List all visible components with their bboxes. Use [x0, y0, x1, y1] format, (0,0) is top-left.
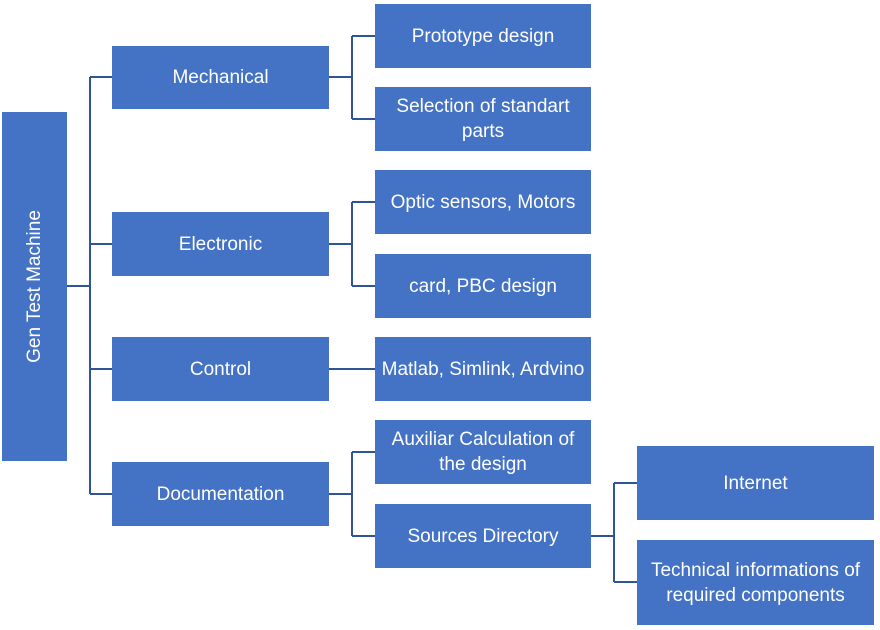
node-sources-directory: Sources Directory — [375, 504, 591, 568]
electronic-connector — [329, 201, 375, 287]
node-prototype-design: Prototype design — [375, 4, 591, 68]
node-documentation-label: Documentation — [156, 483, 285, 505]
node-technical-informations-label: Technical informations of required compo… — [650, 559, 861, 606]
root-node: Gen Test Machine — [2, 112, 67, 461]
node-control-label: Control — [189, 358, 252, 380]
node-auxiliar-calculation: Auxiliar Calculation of the design — [375, 420, 591, 484]
node-internet-label: Internet — [723, 472, 788, 494]
documentation-connector — [329, 451, 375, 537]
node-mechanical: Mechanical — [112, 46, 329, 109]
node-matlab: Matlab, Simlink, Ardvino — [375, 337, 591, 401]
root-label: Gen Test Machine — [24, 210, 46, 363]
node-control: Control — [112, 337, 329, 401]
node-auxiliar-calculation-label: Auxiliar Calculation of the design — [391, 429, 575, 475]
node-electronic-label: Electronic — [178, 233, 263, 255]
node-technical-informations: Technical informations of required compo… — [637, 540, 874, 625]
node-pbc-design-label: card, PBC design — [409, 275, 557, 297]
node-internet: Internet — [637, 446, 874, 520]
node-mechanical-label: Mechanical — [172, 67, 269, 88]
node-standart-parts-label: Selection of standart parts — [396, 96, 570, 142]
node-pbc-design: card, PBC design — [375, 254, 591, 318]
root-connector — [67, 76, 112, 495]
node-sources-directory-label: Sources Directory — [407, 525, 559, 547]
node-prototype-design-label: Prototype design — [411, 25, 555, 47]
node-matlab-label: Matlab, Simlink, Ardvino — [381, 358, 585, 380]
node-optic-sensors-label: Optic sensors, Motors — [390, 191, 576, 213]
node-documentation: Documentation — [112, 462, 329, 526]
node-electronic: Electronic — [112, 212, 329, 276]
sources-connector — [591, 482, 637, 583]
mechanical-connector — [329, 35, 375, 120]
node-standart-parts: Selection of standart parts — [375, 87, 591, 151]
node-optic-sensors: Optic sensors, Motors — [375, 170, 591, 234]
